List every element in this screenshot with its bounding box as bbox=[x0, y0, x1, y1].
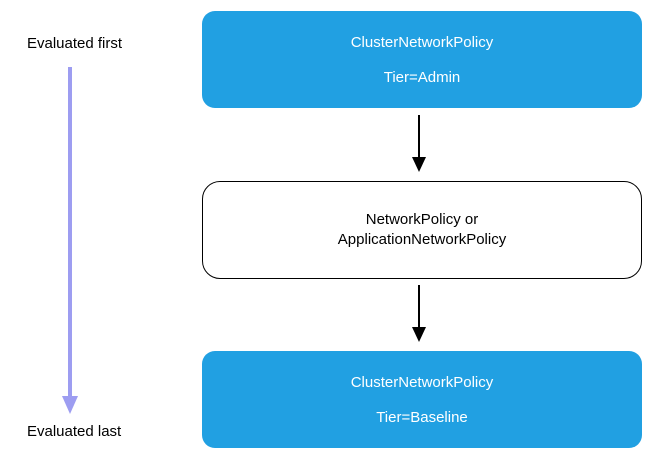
node-clusternetworkpolicy-admin: ClusterNetworkPolicy Tier=Admin bbox=[202, 11, 642, 108]
evaluation-order-arrow-icon bbox=[62, 67, 78, 414]
node-title: ClusterNetworkPolicy bbox=[350, 33, 494, 51]
arrow-down-icon bbox=[412, 285, 426, 342]
evaluated-last-label: Evaluated last bbox=[27, 423, 122, 440]
node-title: ClusterNetworkPolicy bbox=[350, 373, 494, 391]
arrow-down-icon bbox=[412, 115, 426, 172]
node-text-line2: ApplicationNetworkPolicy bbox=[337, 231, 507, 248]
node-subtitle: Tier=Baseline bbox=[376, 408, 468, 426]
node-subtitle: Tier=Admin bbox=[383, 68, 461, 86]
node-networkpolicy: NetworkPolicy or ApplicationNetworkPolic… bbox=[202, 181, 642, 279]
evaluated-first-label: Evaluated first bbox=[27, 35, 123, 52]
node-text-line1: NetworkPolicy or bbox=[365, 211, 479, 228]
node-clusternetworkpolicy-baseline: ClusterNetworkPolicy Tier=Baseline bbox=[202, 351, 642, 448]
